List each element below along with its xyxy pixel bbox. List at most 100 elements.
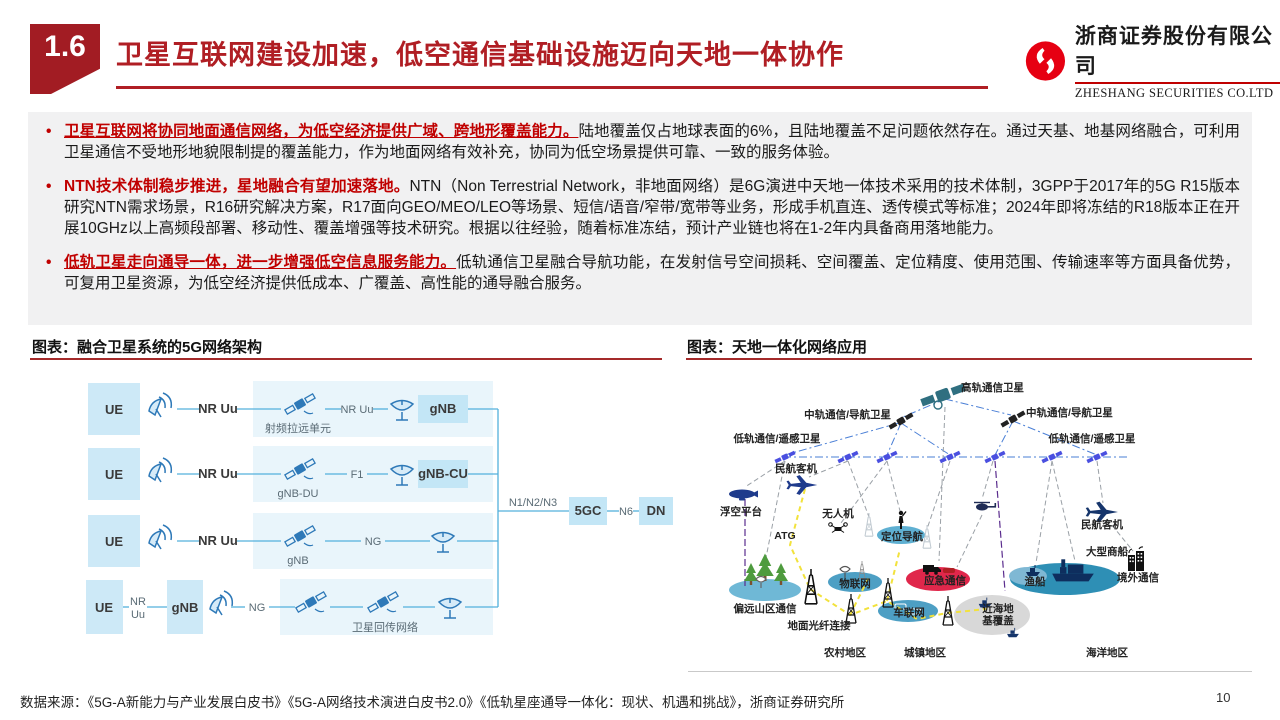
fishing-boat-label: 渔船 (1025, 575, 1047, 588)
sat-label: gNB-DU (278, 488, 319, 500)
sat-label: gNB (287, 555, 308, 567)
plane-right-label: 民航客机 (1081, 518, 1123, 531)
link-label: NR Uu (340, 404, 373, 416)
meo-right-label: 中轨通信/导航卫星 (1026, 406, 1113, 419)
bullet-lead: NTN技术体制稳步推进，星地融合有望加速落地。 (64, 178, 410, 195)
company-logo: 浙商证券股份有限公司 ZHESHANG SECURITIES CO.LTD (1024, 20, 1280, 101)
bullet-item-2: • NTN技术体制稳步推进，星地融合有望加速落地。NTN（Non Terrest… (38, 176, 1240, 239)
car-icon (943, 568, 955, 573)
summary-panel: • 卫星互联网将协同地面通信网络，为低空经济提供广域、跨地形覆盖能力。陆地覆盖仅… (28, 112, 1252, 325)
tower-icon (804, 568, 818, 605)
node-boxes (86, 383, 673, 634)
network-labels: 高轨通信卫星 中轨通信/导航卫星 中轨通信/导航卫星 低轨通信/遥感卫星 低轨通… (720, 381, 1159, 659)
ue-label: UE (105, 402, 123, 417)
bullet-item-3: • 低轨卫星走向通导一体，进一步增强低空信息服务能力。低轨通信卫星融合导航功能，… (38, 252, 1240, 294)
row-panels (253, 381, 493, 635)
meo-left-label: 中轨通信/导航卫星 (804, 408, 891, 421)
sat-label: 卫星回传网络 (352, 620, 418, 634)
node-label: gNB (172, 600, 199, 615)
bullet-body: NTN（Non Terrestrial Network，非地面网络）是6G演进中… (64, 178, 1240, 237)
bullet-dot: • (46, 254, 52, 271)
data-source: 数据来源：《5G-A新能力与产业发展白皮书》《5G-A网络技术演进白皮书2.0》… (20, 695, 845, 710)
antenna-icon (148, 524, 173, 550)
cargo-ship-label: 大型商船 (1086, 545, 1128, 558)
buildings-icon (1127, 546, 1145, 572)
airship-icon (729, 489, 758, 501)
section-number: 1.6 (44, 30, 86, 63)
ue-label: UE (95, 600, 113, 615)
bullet-lead: 卫星互联网将协同地面通信网络，为低空经济提供广域、跨地形覆盖能力。 (64, 123, 579, 140)
footer-divider (688, 671, 1252, 672)
link-lines (123, 408, 639, 608)
geo-satellite-icon (919, 381, 967, 409)
antenna-icon (209, 590, 234, 616)
core-label: 5GC (575, 503, 602, 518)
positioning-label: 定位导航 (880, 530, 923, 543)
page-number: 10 (1216, 690, 1231, 705)
nearshore-label-1: 近海地 (982, 602, 1014, 615)
sky-links (744, 398, 1134, 621)
overseas-label: 境外通信 (1117, 571, 1159, 584)
antenna-icon (148, 457, 173, 483)
bullet-dot: • (46, 178, 52, 195)
title-underline (116, 86, 988, 89)
page-title: 卫星互联网建设加速，低空通信基础设施迈向天地一体协作 (116, 40, 844, 70)
airship-label: 浮空平台 (720, 505, 762, 518)
figure-5g-architecture: UE NR Uu 射频拉远单元 NR Uu gNB UE NR Uu gNB-D… (86, 381, 673, 635)
sky-objects (729, 381, 1118, 533)
antenna-icon (148, 392, 173, 418)
figure-title-left: 图表：融合卫星系统的5G网络架构 (32, 339, 263, 356)
helicopter-icon (973, 501, 997, 512)
dn-label: DN (647, 503, 666, 518)
link-label: F1 (351, 469, 364, 481)
leo-left-label: 低轨通信/遥感卫星 (733, 432, 821, 445)
bullet-dot: • (46, 123, 52, 140)
link-label: NR Uu (198, 401, 238, 416)
figure-network-applications: 高轨通信卫星 中轨通信/导航卫星 中轨通信/导航卫星 低轨通信/遥感卫星 低轨通… (720, 381, 1159, 659)
tower-icon (864, 512, 874, 537)
section-number-badge: 1.6 (30, 24, 100, 94)
sat-label: 射频拉远单元 (265, 421, 331, 435)
rural-label: 农村地区 (823, 646, 866, 659)
figure-rule-left (30, 358, 662, 360)
drone-label: 无人机 (821, 507, 854, 520)
row-texts: UE NR Uu 射频拉远单元 NR Uu gNB UE NR Uu gNB-D… (95, 401, 665, 634)
ground-objects (744, 510, 1145, 638)
town-label: 城镇地区 (904, 646, 946, 659)
n6-label: N6 (619, 506, 633, 518)
ocean-area-label: 海洋地区 (1086, 646, 1128, 659)
logo-mark-icon (1025, 40, 1066, 81)
nearshore-label-2: 基覆盖 (981, 614, 1014, 627)
link-label: Uu (131, 609, 145, 621)
plane-icon (786, 475, 818, 495)
link-label: NG (249, 602, 266, 614)
geo-dish (933, 400, 943, 410)
company-name-cn: 浙商证券股份有限公司 (1074, 20, 1280, 84)
bullet-body: 低轨通信卫星融合导航功能，在发射信号空间损耗、空间覆盖、定位精度、使用范围、传输… (64, 254, 1240, 292)
mountain-label: 偏远山区通信 (734, 602, 797, 615)
figure-title-right: 图表：天地一体化网络应用 (687, 339, 868, 356)
geo-label: 高轨通信卫星 (961, 381, 1024, 394)
meo-satellite-icon (887, 411, 915, 431)
vehicle-net-label: 车联网 (893, 606, 925, 619)
fiber-label: 地面光纤连接 (788, 619, 851, 632)
bullet-body: 陆地覆盖仅占地球表面的6%，且陆地覆盖不足问题依然存在。通过天基、地基网络融合，… (64, 123, 1240, 161)
link-label: NR Uu (198, 466, 238, 481)
figure-rule-right (686, 358, 1252, 360)
meo-satellite-icon (999, 409, 1027, 429)
link-label: NR Uu (198, 533, 238, 548)
emergency-label: 应急通信 (924, 574, 966, 587)
node-label: gNB (430, 401, 457, 416)
ue-label: UE (105, 467, 123, 482)
company-name-en: ZHESHANG SECURITIES CO.LTD (1074, 86, 1274, 100)
iot-label: 物联网 (839, 577, 871, 590)
node-label: gNB-CU (418, 466, 468, 481)
tower-icon (942, 595, 954, 626)
ue-label: UE (105, 534, 123, 549)
drone-icon (828, 522, 848, 533)
car-icons (894, 603, 922, 615)
atg-label: ATG (774, 530, 795, 542)
leo-right-label: 低轨通信/遥感卫星 (1048, 432, 1136, 445)
link-label: NG (365, 536, 382, 548)
bullet-lead: 低轨卫星走向通导一体，进一步增强低空信息服务能力。 (64, 254, 457, 271)
